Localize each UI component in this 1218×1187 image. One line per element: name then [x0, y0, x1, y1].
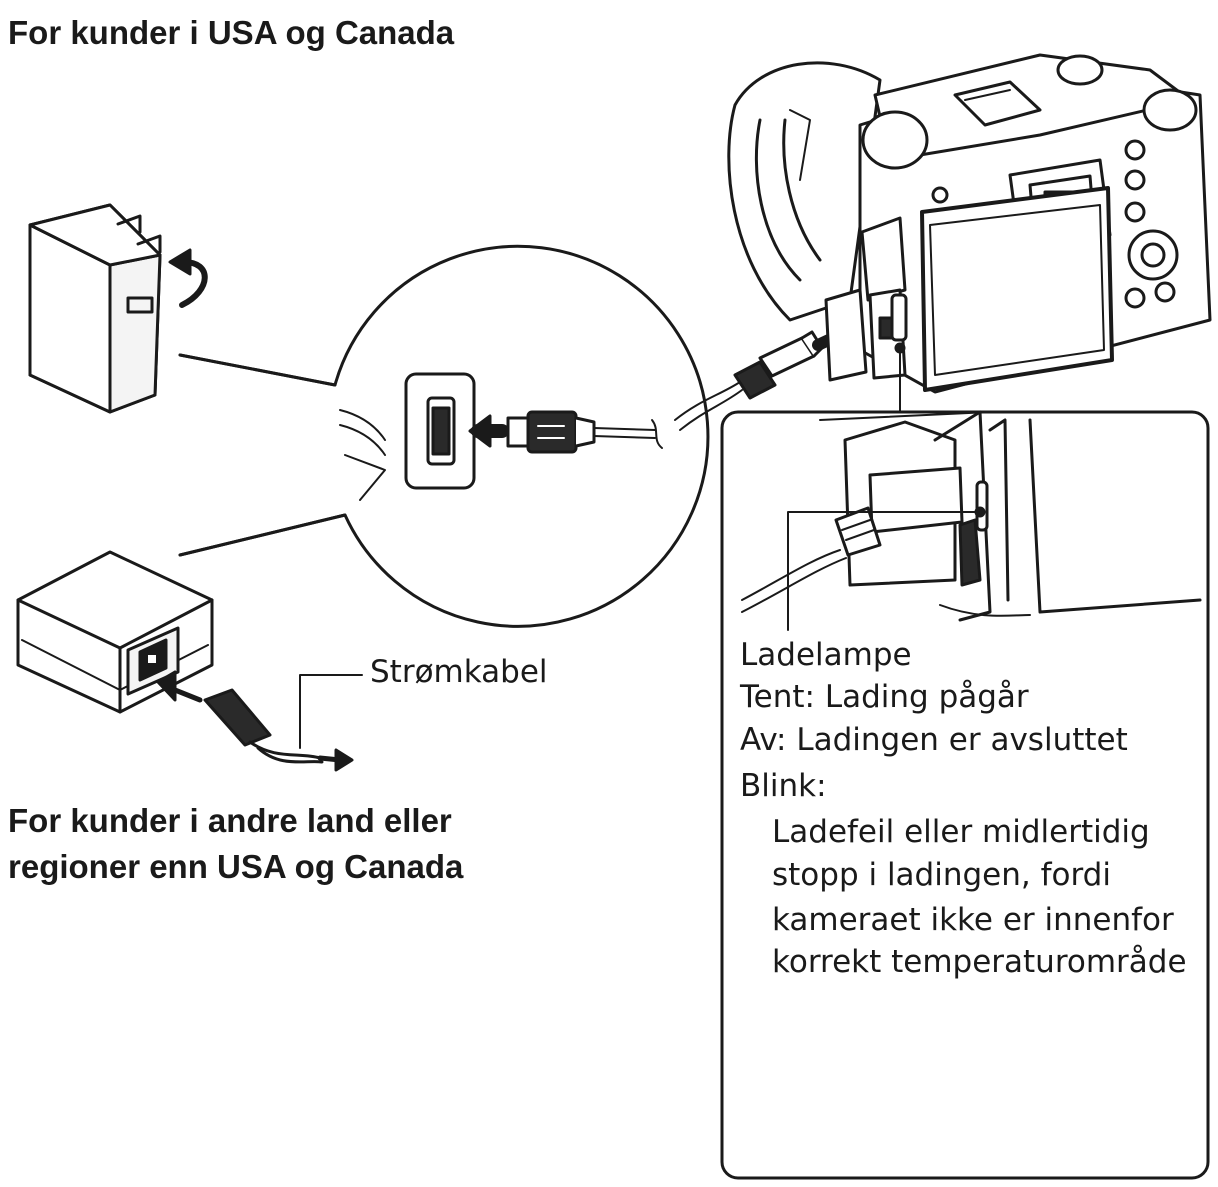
blink-detail-line: korrekt temperaturområde	[772, 944, 1187, 980]
blink-detail-line: Ladefeil eller midlertidig	[772, 814, 1150, 850]
detail-panel	[720, 410, 1210, 1180]
blink-detail-line: stopp i ladingen, fordi	[772, 857, 1111, 893]
blink-detail-line: kameraet ikke er innenfor	[772, 902, 1174, 938]
camera	[727, 53, 1212, 413]
power-plug	[156, 670, 354, 772]
heading-other-regions: For kunder i andre land eller regioner e…	[8, 798, 463, 890]
lamp-blink-text: Blink:	[740, 768, 827, 804]
zoom-bubble	[178, 244, 710, 628]
lamp-on-text: Tent: Lading pågår	[740, 679, 1029, 715]
charge-lamp-label: Ladelampe	[740, 637, 912, 673]
fold-arrow-icon	[168, 248, 208, 308]
lamp-off-text: Av: Ladingen er avsluttet	[740, 722, 1128, 758]
ac-adapter-usa	[28, 203, 162, 414]
heading-other-regions-line2: regioner enn USA og Canada	[8, 848, 464, 885]
heading-other-regions-line1: For kunder i andre land eller	[8, 802, 452, 839]
power-cable-label: Strømkabel	[370, 654, 548, 690]
heading-usa-canada: For kunder i USA og Canada	[8, 14, 455, 51]
power-cable-leader	[299, 674, 363, 749]
micro-usb-plug	[733, 330, 824, 400]
ac-adapter-other	[16, 550, 214, 714]
